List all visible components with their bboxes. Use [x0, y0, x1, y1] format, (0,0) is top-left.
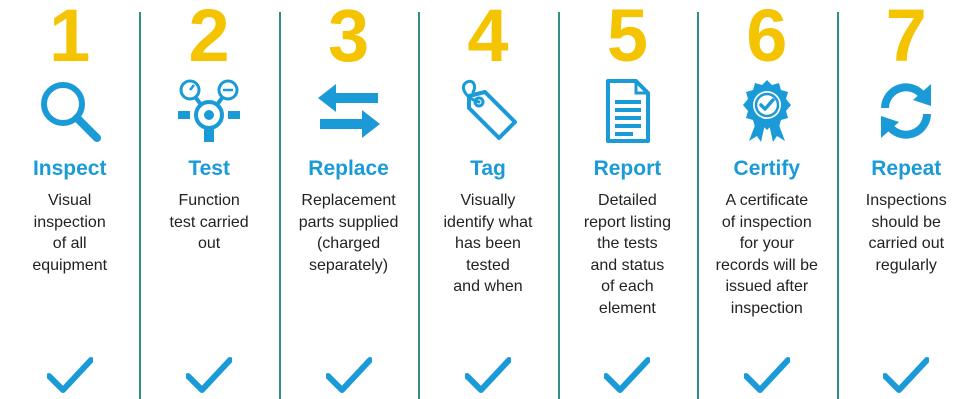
step-title: Test — [188, 157, 230, 180]
step-inspect: 1 Inspect Visual inspection of all equip… — [0, 0, 139, 399]
step-certify: 6 Certify A certificate of inspection fo… — [697, 0, 836, 399]
step-description: Inspections should be carried out regula… — [865, 192, 947, 274]
checkmark-icon — [325, 357, 372, 393]
column-divider — [836, 12, 839, 399]
step-number: 1 — [49, 0, 91, 77]
column-divider — [418, 12, 421, 399]
step-description: Visual inspection of all equipment — [32, 192, 108, 274]
step-title: Certify — [733, 157, 801, 180]
checkmark-icon — [186, 357, 233, 393]
tag-icon — [453, 76, 523, 146]
column-divider — [139, 12, 142, 399]
step-description: Visually identify what has been tested a… — [443, 192, 533, 295]
repeat-cycle-icon — [871, 76, 941, 146]
gauge-valve-icon — [174, 76, 244, 146]
step-tag: 4 Tag Visually identify what has been te… — [418, 0, 557, 399]
step-title: Report — [593, 157, 662, 180]
checkmark-icon — [883, 357, 930, 393]
step-test: 2 Test Function test carried out — [139, 0, 278, 399]
checkmark-icon — [604, 357, 651, 393]
certificate-badge-icon — [732, 76, 802, 146]
checkmark-icon — [464, 357, 511, 393]
step-description: A certificate of inspection for your rec… — [715, 192, 818, 317]
checkmark-icon — [743, 357, 790, 393]
step-title: Repeat — [871, 157, 942, 180]
step-description: Function test carried out — [169, 192, 249, 252]
checkmark-icon — [46, 357, 93, 393]
step-title: Tag — [470, 157, 506, 180]
document-icon — [592, 76, 662, 146]
step-title: Inspect — [32, 157, 107, 180]
step-report: 5 Report Detailed report listing the tes… — [557, 0, 697, 399]
column-divider — [557, 12, 560, 399]
column-divider — [278, 12, 281, 399]
swap-arrows-icon — [314, 76, 384, 146]
step-number: 6 — [746, 0, 788, 77]
step-number: 3 — [327, 0, 370, 77]
step-description: Detailed report listing the tests and st… — [583, 192, 671, 317]
step-title: Replace — [308, 157, 389, 180]
step-number: 2 — [188, 0, 230, 77]
step-number: 7 — [885, 0, 927, 77]
step-replace: 3 Replace Replacement parts supplied (ch… — [278, 0, 418, 399]
column-divider — [697, 12, 700, 399]
magnifier-icon — [35, 76, 105, 146]
step-number: 4 — [467, 0, 509, 77]
step-description: Replacement parts supplied (charged sepa… — [298, 192, 399, 274]
step-repeat: 7 Repeat Inspections should be carried o… — [836, 0, 976, 399]
step-number: 5 — [606, 0, 648, 77]
